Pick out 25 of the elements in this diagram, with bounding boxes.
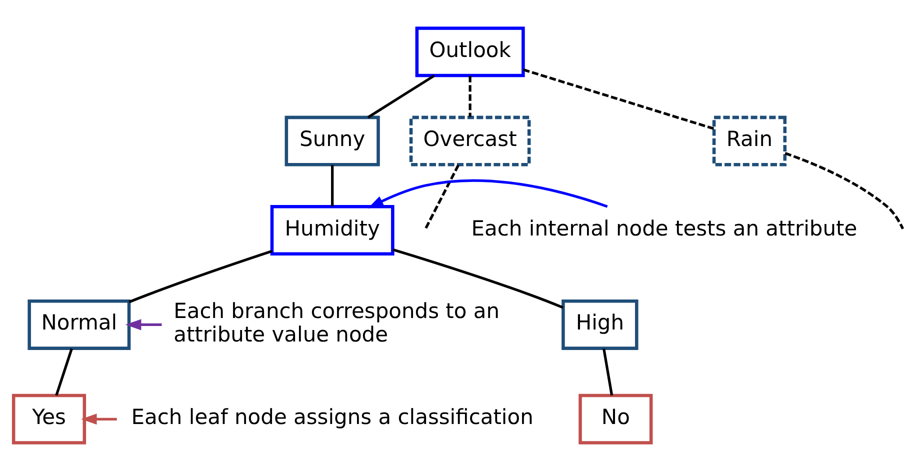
connector bbox=[392, 248, 564, 308]
node-text: Each internal node tests an attribute bbox=[471, 216, 858, 240]
arrow bbox=[368, 178, 608, 208]
arrow bbox=[125, 318, 162, 330]
connector bbox=[602, 348, 614, 396]
node-box: Normal bbox=[28, 298, 131, 350]
connector bbox=[522, 68, 714, 130]
connector bbox=[331, 164, 334, 206]
arrow bbox=[81, 413, 117, 424]
node-box: Overcast bbox=[409, 115, 531, 166]
node-box: Humidity bbox=[270, 204, 394, 255]
connector bbox=[424, 164, 460, 229]
connector bbox=[468, 75, 472, 116]
connector bbox=[55, 348, 73, 396]
node-text: Each branch corresponds to an attribute value node bbox=[174, 298, 500, 346]
node-box: Rain bbox=[712, 115, 787, 166]
node-box: High bbox=[562, 298, 638, 350]
node-box: No bbox=[578, 393, 653, 444]
connector bbox=[367, 74, 435, 118]
connector bbox=[128, 249, 272, 303]
node-text: Each leaf node assigns a classification bbox=[131, 404, 534, 429]
node-box: Yes bbox=[12, 393, 86, 444]
node-box: Sunny bbox=[284, 115, 380, 166]
node-box: Outlook bbox=[415, 26, 525, 77]
connector bbox=[784, 152, 904, 229]
